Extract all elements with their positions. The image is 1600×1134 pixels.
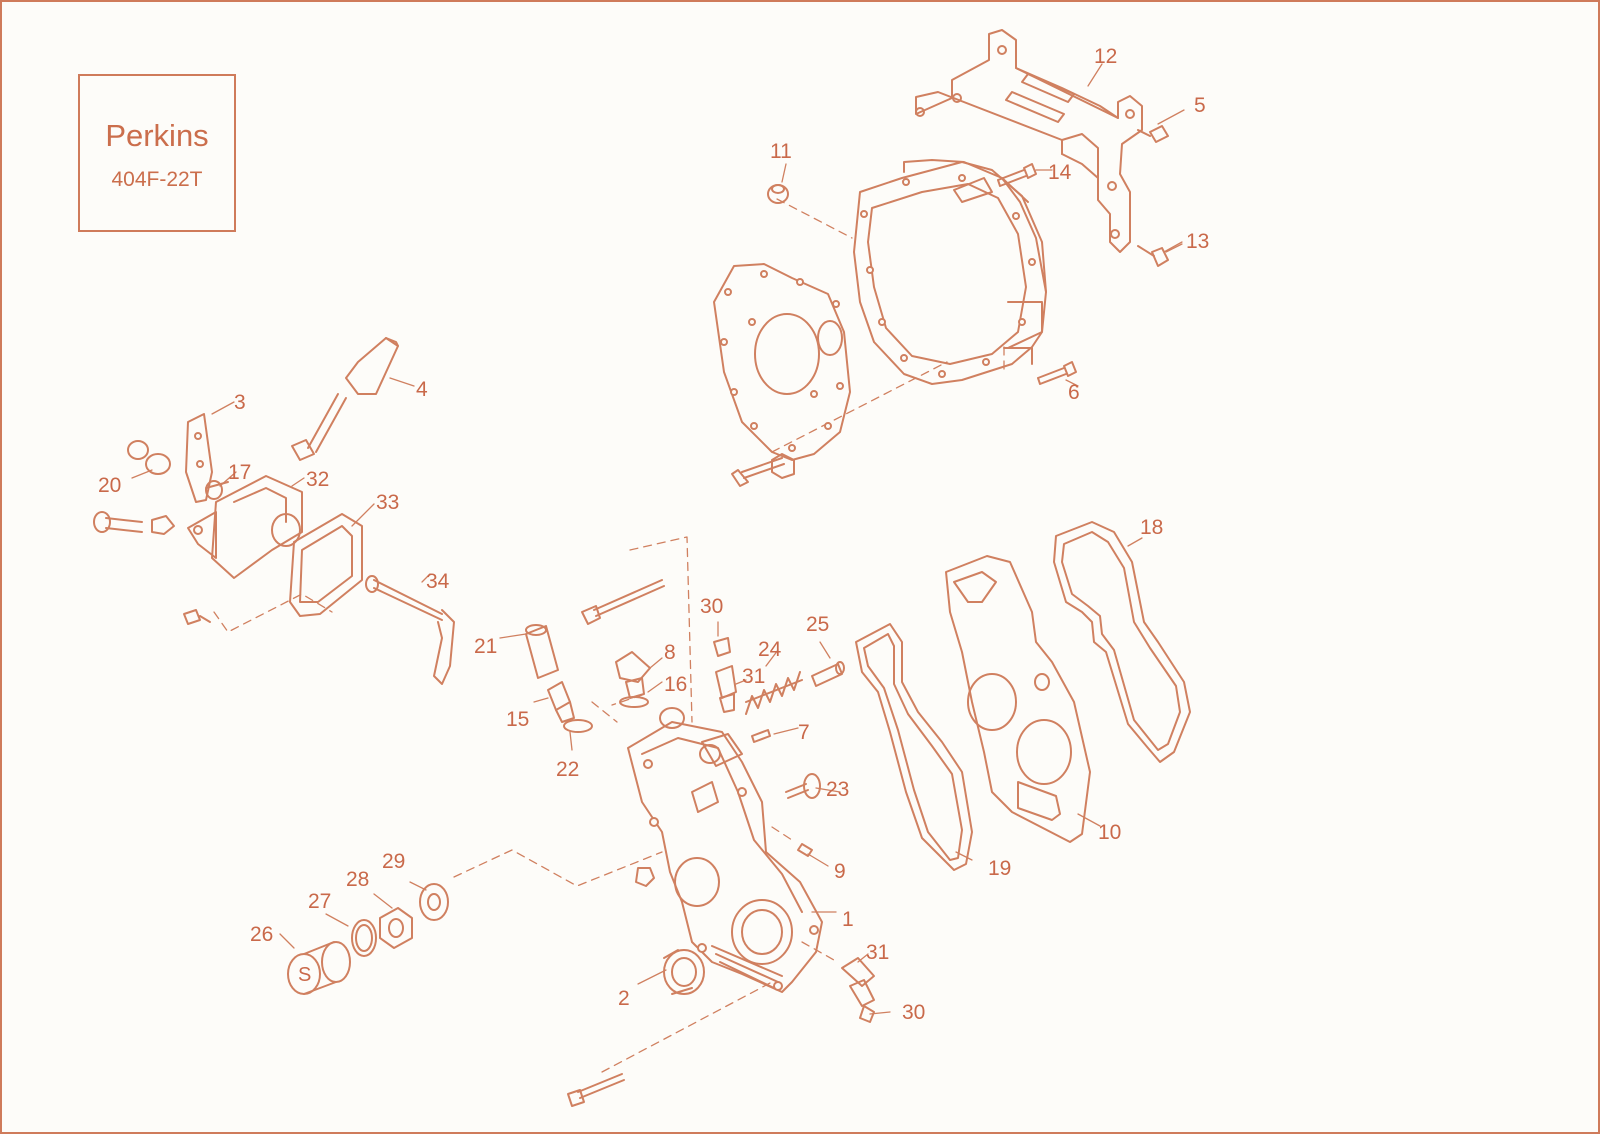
part-label-6: 6 (1068, 381, 1080, 404)
part-label-18: 18 (1140, 516, 1163, 539)
part-label-31-lower: 31 (866, 941, 889, 964)
part-17-washer (205, 480, 223, 500)
part-30-sensor-cap-upper (713, 637, 731, 657)
part-15-fitting (547, 681, 575, 723)
part-31-sensor-upper (715, 665, 737, 713)
part-label-4: 4 (416, 378, 428, 401)
part-33-gasket (289, 513, 363, 617)
part-18-gasket (1053, 521, 1191, 763)
part-26-seal-cap (287, 941, 351, 995)
part-label-16: 16 (664, 673, 687, 696)
part-label-28: 28 (346, 868, 369, 891)
part-label-24: 24 (758, 638, 782, 661)
small-screw-left (183, 609, 211, 625)
seal-cap-letter: S (298, 964, 311, 986)
part-1-timing-cover (627, 707, 823, 993)
part-label-5: 5 (1194, 94, 1206, 117)
part-label-15: 15 (506, 708, 529, 731)
part-label-29: 29 (382, 850, 405, 873)
part-34-lever-shaft (365, 575, 455, 685)
part-13-bolt (1137, 241, 1183, 267)
part-label-23: 23 (826, 778, 849, 801)
part-label-1: 1 (842, 908, 854, 931)
part-label-9: 9 (834, 860, 846, 883)
part-label-26: 26 (250, 923, 273, 946)
cover-nut (635, 867, 655, 887)
part-label-30-lower: 30 (902, 1001, 925, 1024)
part-label-7: 7 (798, 721, 810, 744)
part-7-pin (751, 729, 771, 743)
part-22-washer (563, 719, 593, 733)
adapter-plate (713, 263, 851, 461)
part-23-stud (785, 773, 821, 799)
part-29-washer (419, 883, 449, 921)
lower-long-bolt (567, 1073, 625, 1107)
part-21-sleeve (525, 624, 559, 679)
part-4-grip (345, 337, 399, 395)
part-label-22: 22 (556, 758, 579, 781)
part-label-20: 20 (98, 474, 121, 497)
title-box: Perkins 404F-22T (78, 74, 236, 232)
part-label-2: 2 (618, 987, 630, 1010)
part-label-3: 3 (234, 391, 246, 414)
part-8-filler-plug (615, 651, 651, 699)
part-label-31-upper: 31 (742, 665, 765, 688)
part-label-19: 19 (988, 857, 1011, 880)
throttle-screw (291, 393, 347, 461)
part-label-14: 14 (1048, 161, 1072, 184)
part-9-pin (797, 843, 813, 857)
part-label-34: 34 (426, 570, 450, 593)
part-2-seal (663, 949, 705, 995)
part-6-bolt (1037, 361, 1079, 387)
model-number: 404F-22T (111, 168, 203, 191)
upper-long-bolt (581, 579, 665, 625)
part-label-25: 25 (806, 613, 829, 636)
part-label-8: 8 (664, 641, 676, 664)
flywheel-housing (853, 159, 1047, 385)
part-19-gasket (855, 623, 973, 871)
part-label-17: 17 (228, 461, 251, 484)
brand-name: Perkins (105, 118, 209, 153)
part-label-30-upper: 30 (700, 595, 723, 618)
assembly-guide-lines (213, 198, 1005, 1073)
part-label-33: 33 (376, 491, 399, 514)
part-16-o-ring (619, 696, 649, 708)
part-25-plunger (811, 661, 845, 687)
plate-bolt (731, 453, 795, 487)
part-number-labels: 1 2 3 4 5 6 7 8 9 10 11 12 13 14 15 16 1… (98, 45, 1209, 1024)
part-label-13: 13 (1186, 230, 1209, 253)
part-label-21: 21 (474, 635, 497, 658)
part-28-nut (379, 907, 413, 949)
part-10-gasket (945, 555, 1091, 843)
part-32-housing (187, 475, 303, 579)
part-label-27: 27 (308, 890, 331, 913)
part-5-bolt (1137, 109, 1185, 143)
part-label-32: 32 (306, 468, 329, 491)
part-12-mounting-bracket (915, 29, 1143, 253)
part-label-12: 12 (1094, 45, 1117, 68)
part-label-10: 10 (1098, 821, 1121, 844)
part-label-11: 11 (770, 140, 792, 163)
part-24-spring (745, 671, 803, 715)
part-27-o-ring (351, 919, 377, 957)
leader-lines (131, 63, 1183, 1015)
part-11-plug (767, 184, 789, 204)
part-20-spring (127, 440, 171, 475)
part-31-sensor-lower (841, 957, 875, 1023)
left-bolt (93, 511, 175, 535)
